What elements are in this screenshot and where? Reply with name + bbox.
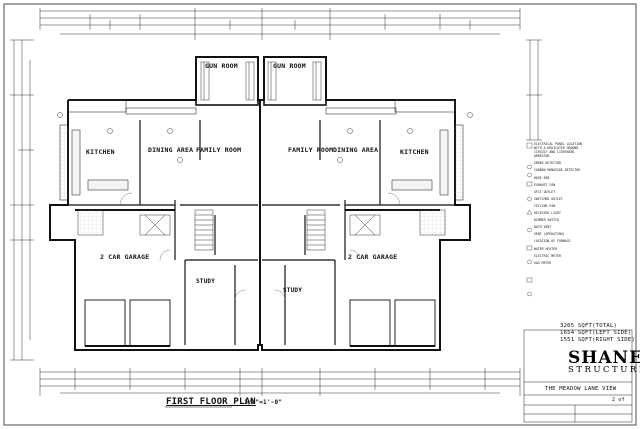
gun-room-right-label: GUN ROOM xyxy=(273,62,306,70)
legend-item: WITH A DEDICATED GROUND xyxy=(534,146,579,151)
legend-item: DIMMER SWITCH xyxy=(534,218,559,223)
legend-item: SWITCHED OUTLET xyxy=(534,196,563,201)
garage-right-label: 2 CAR GARAGE xyxy=(348,253,398,261)
legend-item: ARRESTOR xyxy=(534,154,550,159)
side-dimension-lines xyxy=(10,39,542,361)
legend-item: CIRCUIT AND LIGHTNING xyxy=(534,150,575,155)
garage-doors xyxy=(84,299,436,347)
legend-item: BATH VENT xyxy=(534,225,552,230)
dining-right-label: DINING AREA xyxy=(333,146,379,154)
top-dimension-lines xyxy=(39,8,521,40)
legend-item: ELECTRIC METER xyxy=(534,253,561,258)
legend-item: GFCI OUTLET xyxy=(534,189,556,194)
legend-notes: ELECTRICAL PANEL LOCATION WITH A DEDICAT… xyxy=(526,142,624,265)
area-summary: 3205 SQFT(TOTAL) 1654 SQFT(LEFT SIDE) 15… xyxy=(560,323,635,344)
legend-item: SMOKE DETECTOR xyxy=(534,161,561,166)
legend-item: LOCATION OF FURNACE xyxy=(534,239,571,244)
project-name: THE MEADOW LANE VIEW xyxy=(545,386,617,392)
area-total: 3205 SQFT(TOTAL) xyxy=(560,323,618,329)
interior-walls-right xyxy=(262,120,455,345)
brand-name: SHANE xyxy=(568,348,640,368)
legend-item: RECESSED LIGHT xyxy=(534,211,561,216)
family-left-label: FAMILY ROOM xyxy=(196,146,242,154)
exterior-walls xyxy=(49,56,471,351)
dining-left-label: DINING AREA xyxy=(148,146,194,154)
area-right: 1551 SQFT(RIGHT SIDE) xyxy=(560,337,635,343)
brand-logo: SHANE STRUCTURES xyxy=(568,348,640,375)
study-right-label: STUDY xyxy=(283,287,303,294)
legend-item: CEILING FAN xyxy=(534,203,556,208)
interior-walls-left xyxy=(68,120,258,345)
kitchen-right-label: KITCHEN xyxy=(400,148,429,156)
drawing-title: FIRST FLOOR PLAN xyxy=(166,397,256,407)
garage-left-label: 2 CAR GARAGE xyxy=(100,253,150,261)
area-left: 1654 SQFT(LEFT SIDE) xyxy=(560,330,632,336)
family-right-label: FAMILY ROOM xyxy=(288,146,334,154)
legend-item: EXHAUST FAN xyxy=(534,182,556,187)
brand-subtitle: STRUCTURES xyxy=(568,365,640,375)
legend-item: VENT (OPERATING) xyxy=(534,232,565,237)
legend-item: GAS METER xyxy=(534,260,552,265)
kitchen-left-label: KITCHEN xyxy=(86,148,115,156)
sheet-number: 2 of xyxy=(612,397,625,403)
gun-room-left-label: GUN ROOM xyxy=(205,62,238,70)
drawing-scale: 1/8"=1'-0" xyxy=(244,399,283,406)
legend-item: WATER HEATER xyxy=(534,246,558,251)
study-left-label: STUDY xyxy=(196,278,216,285)
legend-item: HOSE BIB xyxy=(534,175,550,180)
legend-item: CARBON MONOXIDE DETECTOR xyxy=(534,168,581,173)
legend-item: ELECTRICAL PANEL LOCATION xyxy=(534,142,582,146)
title-block xyxy=(523,329,633,423)
bottom-dimension-lines xyxy=(39,368,521,396)
